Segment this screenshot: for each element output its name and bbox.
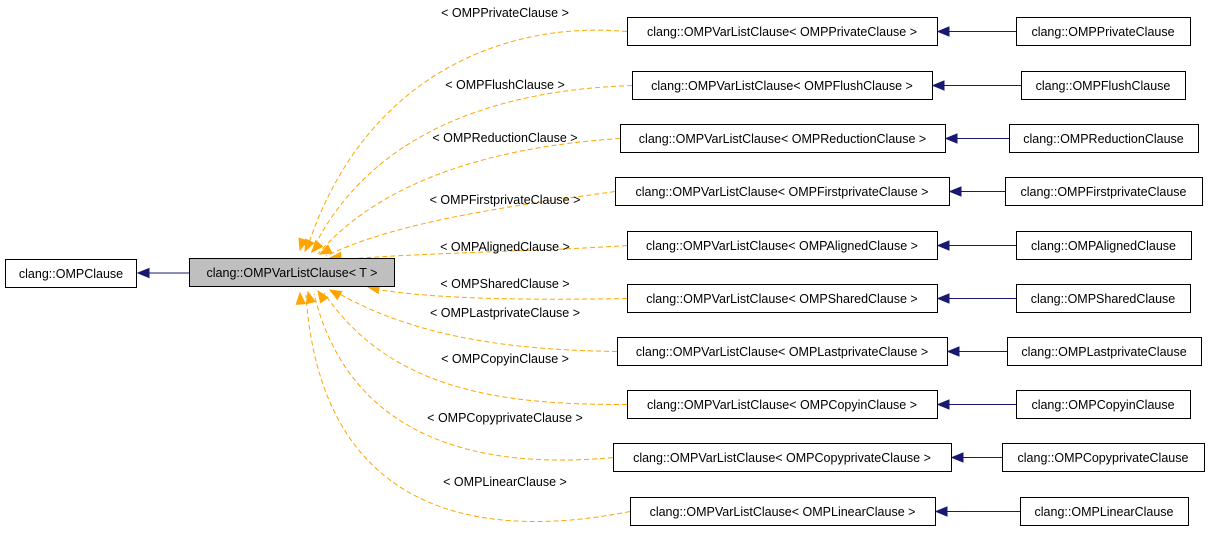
node-specialization-label: clang::OMPVarListClause< OMPPrivateClaus… bbox=[647, 25, 917, 39]
node-specialization-label: clang::OMPVarListClause< OMPFirstprivate… bbox=[636, 185, 929, 199]
node-specialization-label: clang::OMPVarListClause< OMPFlushClause … bbox=[651, 79, 913, 93]
inheritance-edge-ompreductionclause bbox=[944, 133, 1009, 144]
node-specialization-ompalignedclause[interactable]: clang::OMPVarListClause< OMPAlignedClaus… bbox=[627, 231, 938, 260]
inheritance-edge-ompcopyprivateclause bbox=[950, 452, 1002, 463]
template-arg-label-ompprivateclause: < OMPPrivateClause > bbox=[441, 6, 569, 20]
template-arg-label-omplastprivateclause: < OMPLastprivateClause > bbox=[430, 306, 580, 320]
inheritance-edge-ompprivateclause bbox=[936, 26, 1016, 37]
node-derived-label: clang::OMPPrivateClause bbox=[1031, 25, 1174, 39]
template-arg-label-ompalignedclause: < OMPAlignedClause > bbox=[440, 240, 570, 254]
node-specialization-ompsharedclause[interactable]: clang::OMPVarListClause< OMPSharedClause… bbox=[627, 284, 938, 313]
template-arg-label-ompflushclause: < OMPFlushClause > bbox=[445, 78, 565, 92]
template-edge-omplinearclause bbox=[295, 291, 631, 522]
node-omp-clause[interactable]: clang::OMPClause bbox=[5, 259, 137, 288]
template-edge-ompreductionclause bbox=[311, 138, 621, 255]
template-edge-ompflushclause bbox=[304, 85, 633, 254]
node-specialization-label: clang::OMPVarListClause< OMPReductionCla… bbox=[639, 132, 926, 146]
node-specialization-ompreductionclause[interactable]: clang::OMPVarListClause< OMPReductionCla… bbox=[620, 124, 946, 153]
node-derived-ompcopyprivateclause[interactable]: clang::OMPCopyprivateClause bbox=[1002, 443, 1205, 472]
template-arg-label-ompfirstprivateclause: < OMPFirstprivateClause > bbox=[430, 193, 581, 207]
node-specialization-label: clang::OMPVarListClause< OMPCopyprivateC… bbox=[633, 451, 931, 465]
template-edge-ompcopyprivateclause bbox=[305, 290, 614, 461]
node-specialization-label: clang::OMPVarListClause< OMPLastprivateC… bbox=[636, 345, 928, 359]
inheritance-edge-omplastprivateclause bbox=[946, 346, 1007, 357]
node-omp-clause-label: clang::OMPClause bbox=[19, 267, 123, 281]
node-derived-label: clang::OMPLastprivateClause bbox=[1021, 345, 1186, 359]
node-specialization-label: clang::OMPVarListClause< OMPLinearClause… bbox=[650, 505, 916, 519]
node-specialization-ompfirstprivateclause[interactable]: clang::OMPVarListClause< OMPFirstprivate… bbox=[615, 177, 950, 206]
node-specialization-ompprivateclause[interactable]: clang::OMPVarListClause< OMPPrivateClaus… bbox=[627, 17, 938, 46]
node-derived-omplinearclause[interactable]: clang::OMPLinearClause bbox=[1020, 497, 1189, 526]
inheritance-edge-ompsharedclause bbox=[936, 293, 1016, 304]
inheritance-edge-ompflushclause bbox=[931, 80, 1021, 91]
inheritance-edge-template-to-ompclause bbox=[136, 267, 189, 279]
inheritance-edge-ompfirstprivateclause bbox=[948, 186, 1005, 197]
template-edge-ompfirstprivateclause bbox=[318, 191, 616, 257]
node-derived-label: clang::OMPAlignedClause bbox=[1031, 239, 1176, 253]
node-derived-label: clang::OMPLinearClause bbox=[1035, 505, 1174, 519]
node-derived-label: clang::OMPCopyprivateClause bbox=[1018, 451, 1189, 465]
node-derived-ompreductionclause[interactable]: clang::OMPReductionClause bbox=[1009, 124, 1199, 153]
inheritance-edge-ompalignedclause bbox=[936, 240, 1016, 251]
node-specialization-ompcopyprivateclause[interactable]: clang::OMPVarListClause< OMPCopyprivateC… bbox=[613, 443, 952, 472]
node-derived-ompcopyinclause[interactable]: clang::OMPCopyinClause bbox=[1016, 390, 1191, 419]
node-derived-ompfirstprivateclause[interactable]: clang::OMPFirstprivateClause bbox=[1005, 177, 1203, 206]
template-arg-label-omplinearclause: < OMPLinearClause > bbox=[443, 475, 567, 489]
node-derived-ompprivateclause[interactable]: clang::OMPPrivateClause bbox=[1016, 17, 1191, 46]
node-derived-ompflushclause[interactable]: clang::OMPFlushClause bbox=[1021, 71, 1186, 100]
template-edge-omplastprivateclause bbox=[328, 289, 618, 352]
node-derived-omplastprivateclause[interactable]: clang::OMPLastprivateClause bbox=[1007, 337, 1202, 366]
node-template-label: clang::OMPVarListClause< T > bbox=[207, 266, 378, 280]
node-derived-label: clang::OMPSharedClause bbox=[1031, 292, 1176, 306]
node-specialization-omplinearclause[interactable]: clang::OMPVarListClause< OMPLinearClause… bbox=[630, 497, 936, 526]
node-specialization-label: clang::OMPVarListClause< OMPAlignedClaus… bbox=[646, 239, 918, 253]
template-arg-label-ompsharedclause: < OMPSharedClause > bbox=[440, 277, 569, 291]
template-arg-label-ompreductionclause: < OMPReductionClause > bbox=[432, 131, 577, 145]
node-specialization-ompcopyinclause[interactable]: clang::OMPVarListClause< OMPCopyinClause… bbox=[627, 390, 938, 419]
node-specialization-label: clang::OMPVarListClause< OMPCopyinClause… bbox=[647, 398, 917, 412]
instantiation-rows: clang::OMPVarListClause< OMPPrivateClaus… bbox=[613, 17, 1205, 526]
edges-layer bbox=[136, 26, 1021, 522]
node-derived-ompalignedclause[interactable]: clang::OMPAlignedClause bbox=[1016, 231, 1192, 260]
node-derived-label: clang::OMPFirstprivateClause bbox=[1020, 185, 1186, 199]
template-arg-label-ompcopyprivateclause: < OMPCopyprivateClause > bbox=[427, 411, 583, 425]
template-edge-ompcopyinclause bbox=[317, 289, 628, 406]
node-omp-var-list-clause-template[interactable]: clang::OMPVarListClause< T > bbox=[189, 258, 395, 287]
node-derived-label: clang::OMPCopyinClause bbox=[1031, 398, 1174, 412]
node-specialization-ompflushclause[interactable]: clang::OMPVarListClause< OMPFlushClause … bbox=[632, 71, 933, 100]
edge-labels-layer: < OMPPrivateClause > < OMPFlushClause > < … bbox=[427, 6, 583, 489]
node-specialization-omplastprivateclause[interactable]: clang::OMPVarListClause< OMPLastprivateC… bbox=[617, 337, 948, 366]
inheritance-edge-omplinearclause bbox=[934, 506, 1020, 517]
node-derived-ompsharedclause[interactable]: clang::OMPSharedClause bbox=[1016, 284, 1191, 313]
inheritance-edge-ompcopyinclause bbox=[936, 399, 1016, 410]
node-derived-label: clang::OMPReductionClause bbox=[1023, 132, 1184, 146]
template-arg-label-ompcopyinclause: < OMPCopyinClause > bbox=[441, 352, 569, 366]
node-derived-label: clang::OMPFlushClause bbox=[1036, 79, 1171, 93]
node-specialization-label: clang::OMPVarListClause< OMPSharedClause… bbox=[646, 292, 917, 306]
